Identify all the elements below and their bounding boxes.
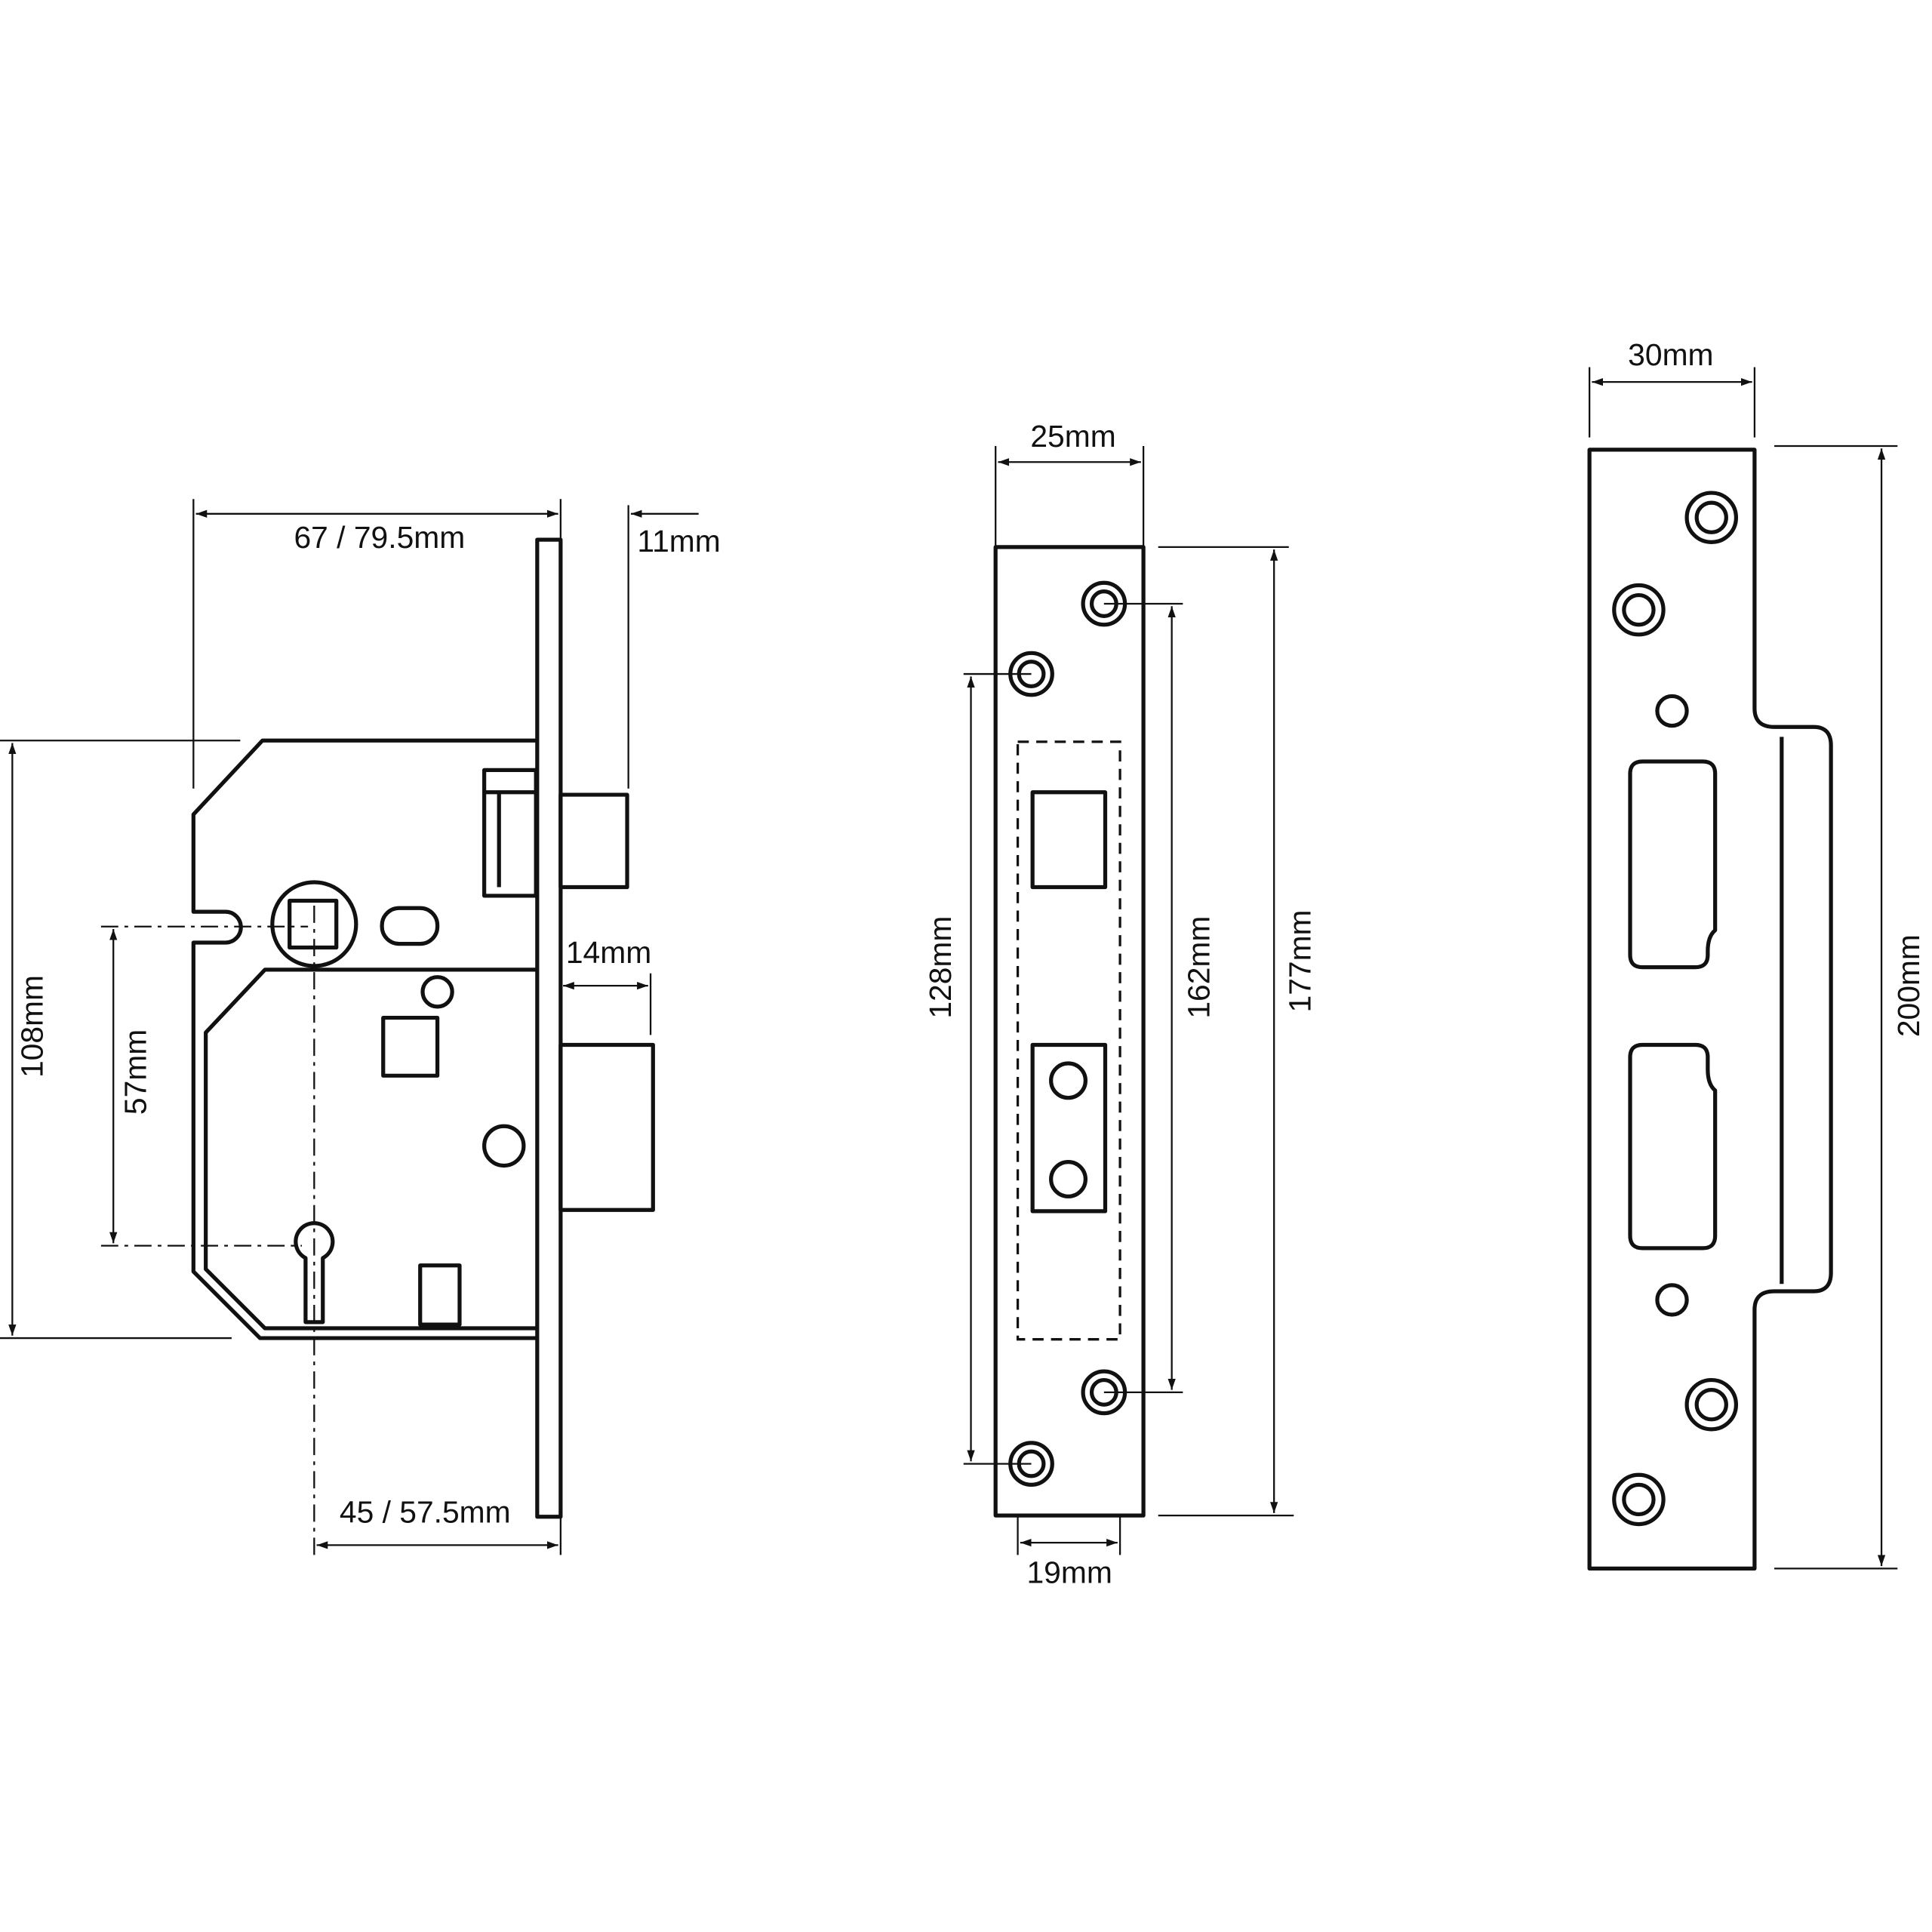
deadbolt-hole: [1049, 1159, 1088, 1198]
lever-square: [381, 1015, 440, 1078]
strike-height-label: 200mm: [1891, 934, 1926, 1037]
small-hole: [1655, 1283, 1689, 1317]
width-label: 67 / 79.5mm: [294, 520, 465, 555]
case-lug: [418, 1263, 462, 1327]
slot-oval: [380, 906, 440, 946]
latch-projection-label: 11mm: [637, 524, 720, 558]
deadbolt-hole: [1049, 1061, 1088, 1100]
fixing-centres-outer-label: 162mm: [1182, 916, 1217, 1019]
fixing-hole: [482, 1124, 526, 1168]
forend-plate: [993, 545, 1146, 1518]
deadbolt-slot: [1628, 1042, 1718, 1251]
strike-plate: [1587, 448, 1833, 1571]
forend-width-label: 25mm: [1030, 419, 1115, 454]
lock-case: [191, 537, 655, 1519]
keyhole: [294, 1221, 335, 1324]
latch-slot: [1628, 759, 1718, 970]
screw-hole: [1684, 491, 1739, 544]
case-hidden-outline: [1016, 740, 1121, 1341]
deadbolt-projection-label: 14mm: [566, 935, 651, 970]
screw-hole: [1612, 1472, 1666, 1527]
case-inner-plate: [204, 968, 537, 1331]
forend-inner-width-label: 19mm: [1026, 1555, 1112, 1589]
latch-opening: [1030, 790, 1108, 890]
centres-label: 57mm: [118, 1029, 153, 1115]
strike-width-label: 30mm: [1628, 337, 1713, 372]
case-height-label: 108mm: [14, 975, 49, 1078]
forend-face: [993, 545, 1146, 1518]
latch-bolt: [558, 792, 629, 890]
screw-hole: [1684, 1377, 1739, 1432]
forend-dimensions: 25mm 19mm 128mm 162mm 177mm: [923, 419, 1318, 1589]
follower-square: [288, 898, 339, 950]
lock-forend: [535, 537, 563, 1519]
fixing-centres-inner-label: 128mm: [923, 916, 958, 1019]
screw-hole: [1612, 583, 1666, 637]
deadbolt-opening: [1030, 1042, 1108, 1214]
small-hole: [1655, 694, 1689, 728]
deadbolt: [558, 1042, 655, 1212]
backset-label: 45 / 57.5mm: [340, 1494, 511, 1529]
lock-case-dimensions: 67 / 79.5mm 11mm 14mm 108mm 57mm 45 / 57…: [0, 499, 721, 1555]
pivot-hole: [420, 975, 454, 1009]
latch-body: [482, 768, 538, 898]
strike-plate-outline: [1587, 448, 1833, 1571]
strike-plate-dimensions: 30mm 200mm: [1588, 337, 1926, 1570]
forend-height-label: 177mm: [1282, 909, 1317, 1012]
